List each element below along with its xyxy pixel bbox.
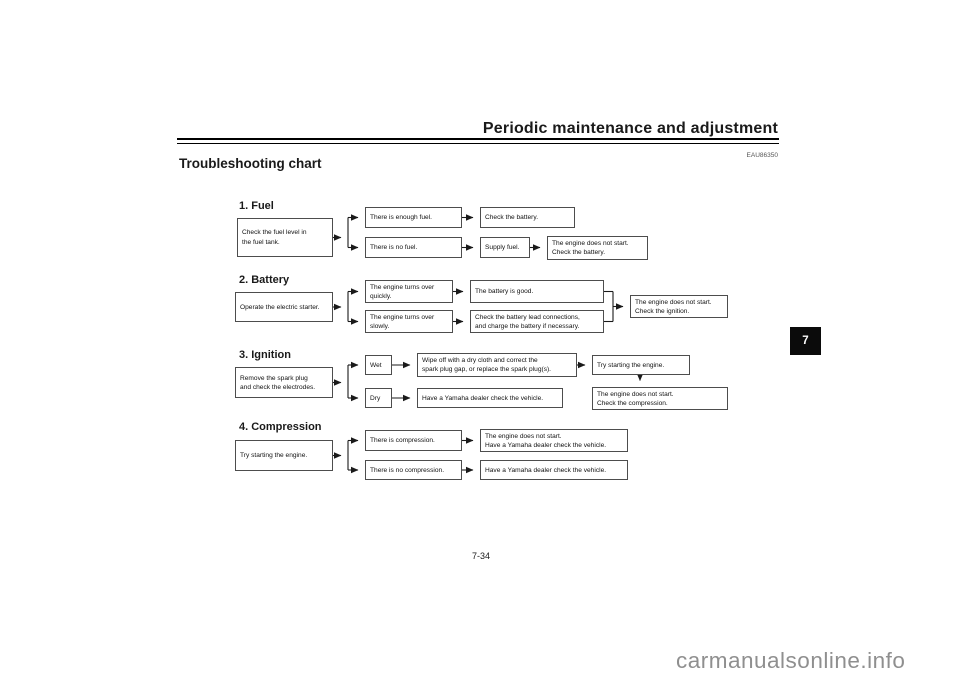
flow-box-ignition-wipe: Wipe off with a dry cloth and correct th… [417, 353, 577, 377]
page-heading: Troubleshooting chart [179, 156, 322, 171]
header-rule-thin [177, 142, 779, 144]
flow-box-fuel-start: Check the fuel level in the fuel tank. [237, 218, 333, 257]
flow-box-battery-slow: The engine turns over slowly. [365, 310, 453, 333]
page-number: 7-34 [471, 551, 490, 561]
flow-box-battery-leads: Check the battery lead connections, and … [470, 310, 604, 333]
watermark: carmanualsonline.info [676, 648, 906, 673]
flow-box-battery-no-start: The engine does not start. Check the ign… [630, 295, 728, 318]
flow-box-ignition-no-start: The engine does not start. Check the com… [592, 387, 728, 410]
flow-box-compression-no-start: The engine does not start. Have a Yamaha… [480, 429, 628, 452]
flow-box-battery-quick: The engine turns over quickly. [365, 280, 453, 303]
flow-box-fuel-none: There is no fuel. [365, 237, 462, 258]
flow-box-compression-start: Try starting the engine. [235, 440, 333, 471]
section-label-fuel: 1. Fuel [239, 200, 274, 212]
flow-box-fuel-no-start: The engine does not start. Check the bat… [547, 236, 648, 260]
flow-box-fuel-supply: Supply fuel. [480, 237, 530, 258]
flow-box-ignition-try: Try starting the engine. [592, 355, 690, 375]
page-title: Periodic maintenance and adjustment [482, 120, 778, 137]
section-code: EAU86350 [746, 152, 778, 159]
section-label-ignition: 3. Ignition [239, 349, 291, 361]
flow-box-fuel-enough: There is enough fuel. [365, 207, 462, 228]
flow-box-compression-no: There is no compression. [365, 460, 462, 480]
flow-box-ignition-dealer: Have a Yamaha dealer check the vehicle. [417, 388, 563, 408]
flow-box-ignition-dry: Dry [365, 388, 392, 408]
header-rule-thick [177, 138, 779, 141]
flow-box-battery-good: The battery is good. [470, 280, 604, 303]
section-label-battery: 2. Battery [239, 274, 290, 286]
flow-box-ignition-start: Remove the spark plug and check the elec… [235, 367, 333, 398]
flow-box-compression-dealer: Have a Yamaha dealer check the vehicle. [480, 460, 628, 480]
flow-box-fuel-check-battery: Check the battery. [480, 207, 575, 228]
chapter-tab: 7 [790, 327, 821, 355]
section-label-compression: 4. Compression [239, 421, 322, 433]
flow-box-compression-yes: There is compression. [365, 430, 462, 451]
flow-box-battery-start: Operate the electric starter. [235, 292, 333, 322]
flow-box-ignition-wet: Wet [365, 355, 392, 375]
